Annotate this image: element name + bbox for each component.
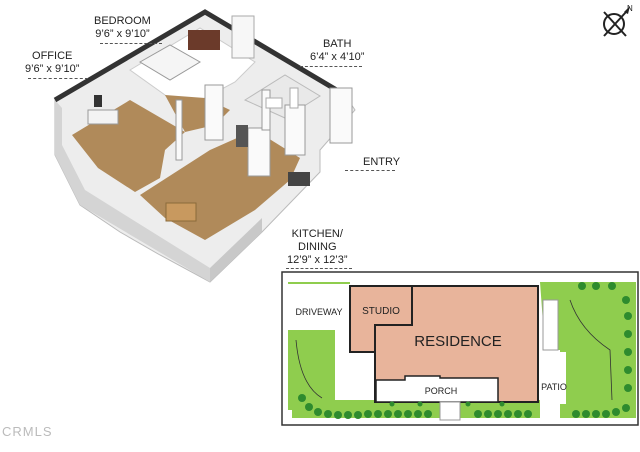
chair xyxy=(94,95,102,107)
room-name: BEDROOM xyxy=(94,15,151,27)
label-residence: RESIDENCE xyxy=(414,333,502,350)
watermark: CRMLS xyxy=(2,424,53,439)
room-name: OFFICE xyxy=(32,50,73,62)
trees xyxy=(298,282,632,419)
toilet xyxy=(289,87,299,109)
label-kitchen: KITCHEN/ DINING 12’9” x 12’3” xyxy=(287,228,348,267)
room-name-line2: DINING xyxy=(298,241,337,253)
driveway-curve xyxy=(335,330,380,400)
compass-icon xyxy=(603,6,630,37)
room-dims: 9’6” x 9’10” xyxy=(95,28,150,40)
label-porch: PORCH xyxy=(425,386,458,396)
leader-line xyxy=(286,268,352,269)
label-patio: PATIO xyxy=(541,382,567,392)
porch xyxy=(375,375,499,403)
room-dims: 12’9” x 12’3” xyxy=(287,254,348,266)
label-studio: STUDIO xyxy=(362,306,400,317)
sink xyxy=(265,97,283,109)
room-name: ENTRY xyxy=(363,156,401,168)
desk xyxy=(87,109,119,125)
grass-left xyxy=(288,330,335,410)
wall-face-front xyxy=(210,218,262,282)
contour-line xyxy=(569,299,613,401)
interior-wall-5 xyxy=(261,89,271,131)
compass-label: N xyxy=(627,4,633,13)
front-path xyxy=(439,401,461,421)
cabinet xyxy=(236,125,248,147)
dresser xyxy=(188,30,220,50)
interior-wall-2 xyxy=(204,84,224,141)
patio-area xyxy=(540,352,566,404)
dining-table xyxy=(165,202,197,222)
contour-line xyxy=(295,339,323,399)
entry-door xyxy=(329,87,353,144)
label-driveway: DRIVEWAY xyxy=(295,307,342,317)
interior-wall-3 xyxy=(247,127,271,177)
leader-line xyxy=(300,66,362,67)
label-entry: ENTRY xyxy=(363,156,400,169)
stove xyxy=(288,172,310,186)
leader-line xyxy=(28,78,88,79)
room-name: BATH xyxy=(322,38,352,50)
room-dims: 9’6” x 9’10” xyxy=(25,63,80,75)
window xyxy=(231,15,255,59)
bed xyxy=(139,44,201,81)
leader-line xyxy=(100,43,162,44)
leader-line xyxy=(345,170,395,171)
studio-building xyxy=(349,285,413,353)
label-bedroom: BEDROOM 9’6” x 9’10” xyxy=(94,15,151,41)
driveway-area xyxy=(288,284,350,330)
label-office: OFFICE 9’6” x 9’10” xyxy=(25,50,79,76)
interior-wall-1 xyxy=(175,99,183,161)
wall-top xyxy=(53,9,347,103)
label-bath: BATH 6’4” x 4’10” xyxy=(310,38,364,64)
patio-strip xyxy=(542,299,559,351)
room-name: KITCHEN/ xyxy=(291,228,343,240)
wall-face-left xyxy=(55,100,210,282)
room-dims: 6’4” x 4’10” xyxy=(310,51,365,63)
